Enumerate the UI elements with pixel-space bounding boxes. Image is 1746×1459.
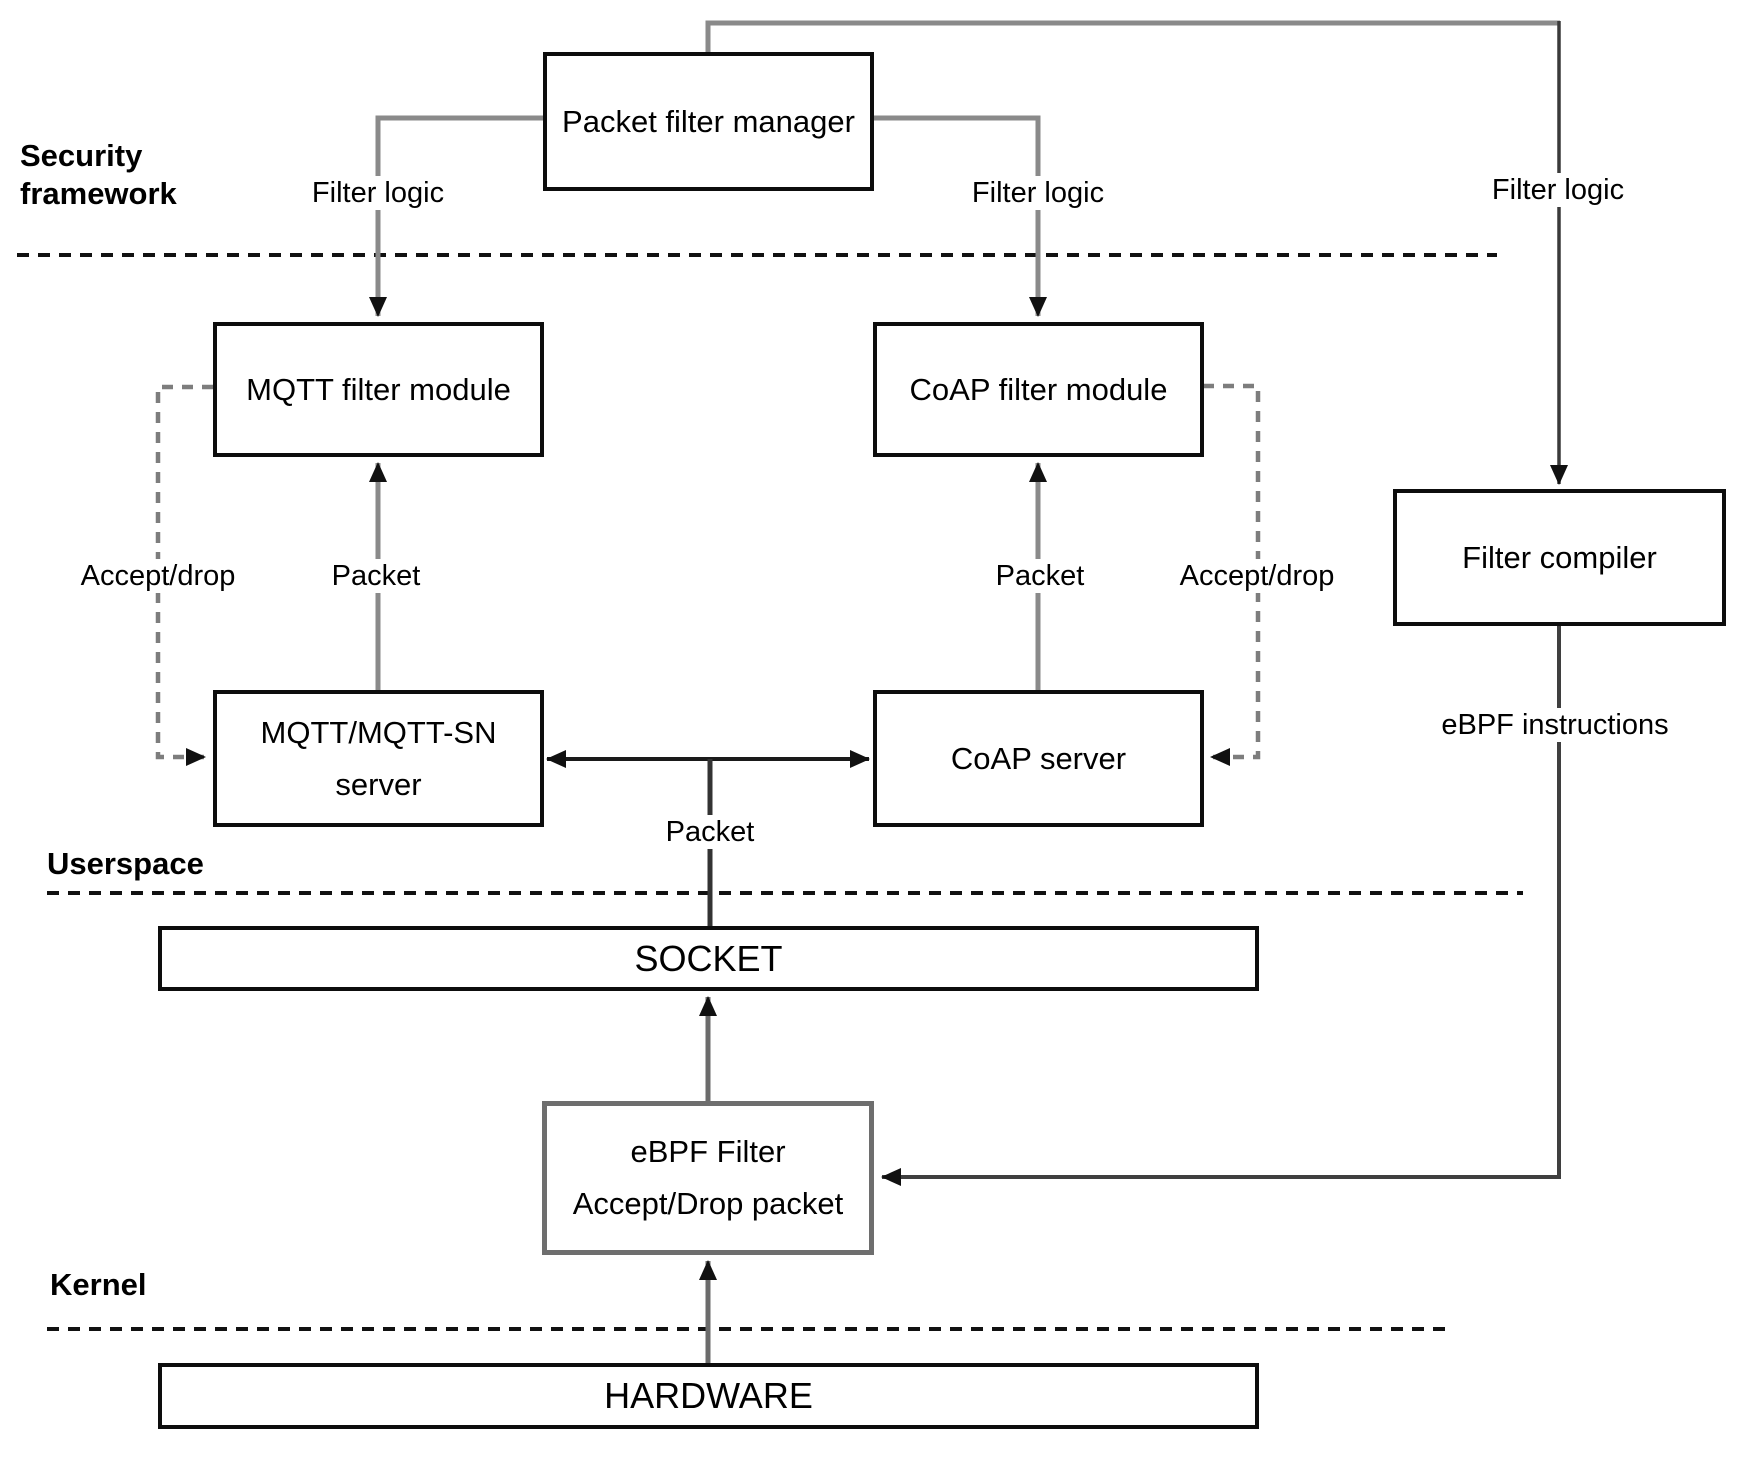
connector-compiler-to-ebpf (881, 625, 1561, 1186)
packet-filter-manager-box: Packet filter manager (543, 52, 874, 191)
mqtt-server-box: MQTT/MQTT-SN server (213, 690, 544, 827)
socket-box: SOCKET (158, 926, 1259, 991)
filter-logic-left-label: Filter logic (304, 176, 452, 210)
coap-filter-module-label: CoAP filter module (909, 371, 1168, 407)
mqtt-filter-module-box: MQTT filter module (213, 322, 544, 457)
security-framework-label-line2: framework (20, 176, 177, 211)
filter-compiler-box: Filter compiler (1393, 489, 1726, 626)
packet-right-label: Packet (988, 559, 1092, 593)
security-framework-label-line1: Security (20, 138, 143, 173)
hardware-box: HARDWARE (158, 1363, 1259, 1429)
ebpf-filter-label-line1: eBPF Filter (630, 1134, 786, 1169)
connector-filter-logic-middle (873, 115, 1047, 317)
mqtt-server-label-line2: server (335, 766, 422, 802)
accept-drop-left-label: Accept/drop (73, 559, 243, 593)
packet-left-label: Packet (324, 559, 428, 593)
coap-server-label: CoAP server (950, 740, 1127, 776)
coap-filter-module-box: CoAP filter module (873, 322, 1204, 457)
filter-logic-middle-label: Filter logic (964, 176, 1112, 210)
connector-manager-to-compiler-top (705, 20, 1560, 52)
mqtt-server-label-line1: MQTT/MQTT-SN (260, 714, 497, 750)
ebpf-filter-box: eBPF Filter Accept/Drop packet (542, 1101, 874, 1255)
ebpf-instructions-label: eBPF instructions (1434, 708, 1676, 742)
hardware-label: HARDWARE (604, 1375, 813, 1416)
packet-center-label: Packet (658, 815, 762, 849)
coap-server-box: CoAP server (873, 690, 1204, 827)
kernel-section-label: Kernel (50, 1267, 147, 1302)
filter-compiler-label: Filter compiler (1462, 539, 1657, 575)
userspace-section-label: Userspace (47, 846, 204, 881)
socket-label: SOCKET (634, 937, 783, 979)
filter-logic-right-label: Filter logic (1484, 173, 1632, 207)
accept-drop-right-label: Accept/drop (1172, 559, 1342, 593)
packet-filter-manager-label: Packet filter manager (562, 103, 855, 139)
security-framework-section-label: Security framework (20, 137, 177, 213)
mqtt-filter-module-label: MQTT filter module (246, 371, 511, 407)
connector-filter-logic-left (369, 115, 543, 317)
ebpf-filter-label-line2: Accept/Drop packet (572, 1186, 844, 1221)
